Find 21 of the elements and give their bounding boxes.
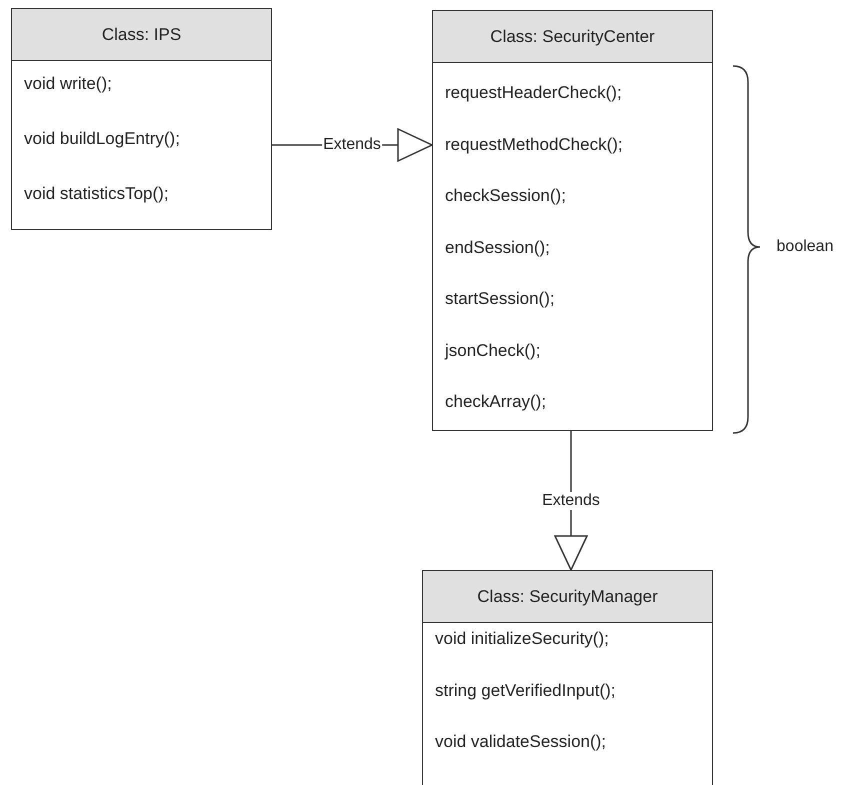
class-header: Class: SecurityCenter [433, 11, 712, 63]
method-text: startSession(); [445, 289, 555, 309]
class-header: Class: IPS [12, 9, 271, 61]
method-text: checkArray(); [445, 392, 546, 412]
class-header: Class: SecurityManager [423, 571, 712, 623]
method-text: void write(); [24, 74, 112, 94]
class-box [432, 10, 713, 431]
class-box [11, 8, 272, 230]
method-text: void statisticsTop(); [24, 184, 169, 204]
method-text: void initializeSecurity(); [435, 629, 609, 649]
inheritance-arrow [554, 431, 588, 571]
method-text: requestHeaderCheck(); [445, 83, 622, 103]
method-text: jsonCheck(); [445, 340, 540, 360]
edge-label: Extends [541, 492, 601, 510]
method-text: requestMethodCheck(); [445, 134, 623, 154]
method-text: void buildLogEntry(); [24, 129, 180, 149]
method-text: void validateSession(); [435, 732, 606, 752]
method-text: endSession(); [445, 238, 550, 258]
class-box [422, 570, 713, 785]
method-text: string getVerifiedInput(); [435, 680, 616, 700]
method-text: checkSession(); [445, 186, 566, 206]
